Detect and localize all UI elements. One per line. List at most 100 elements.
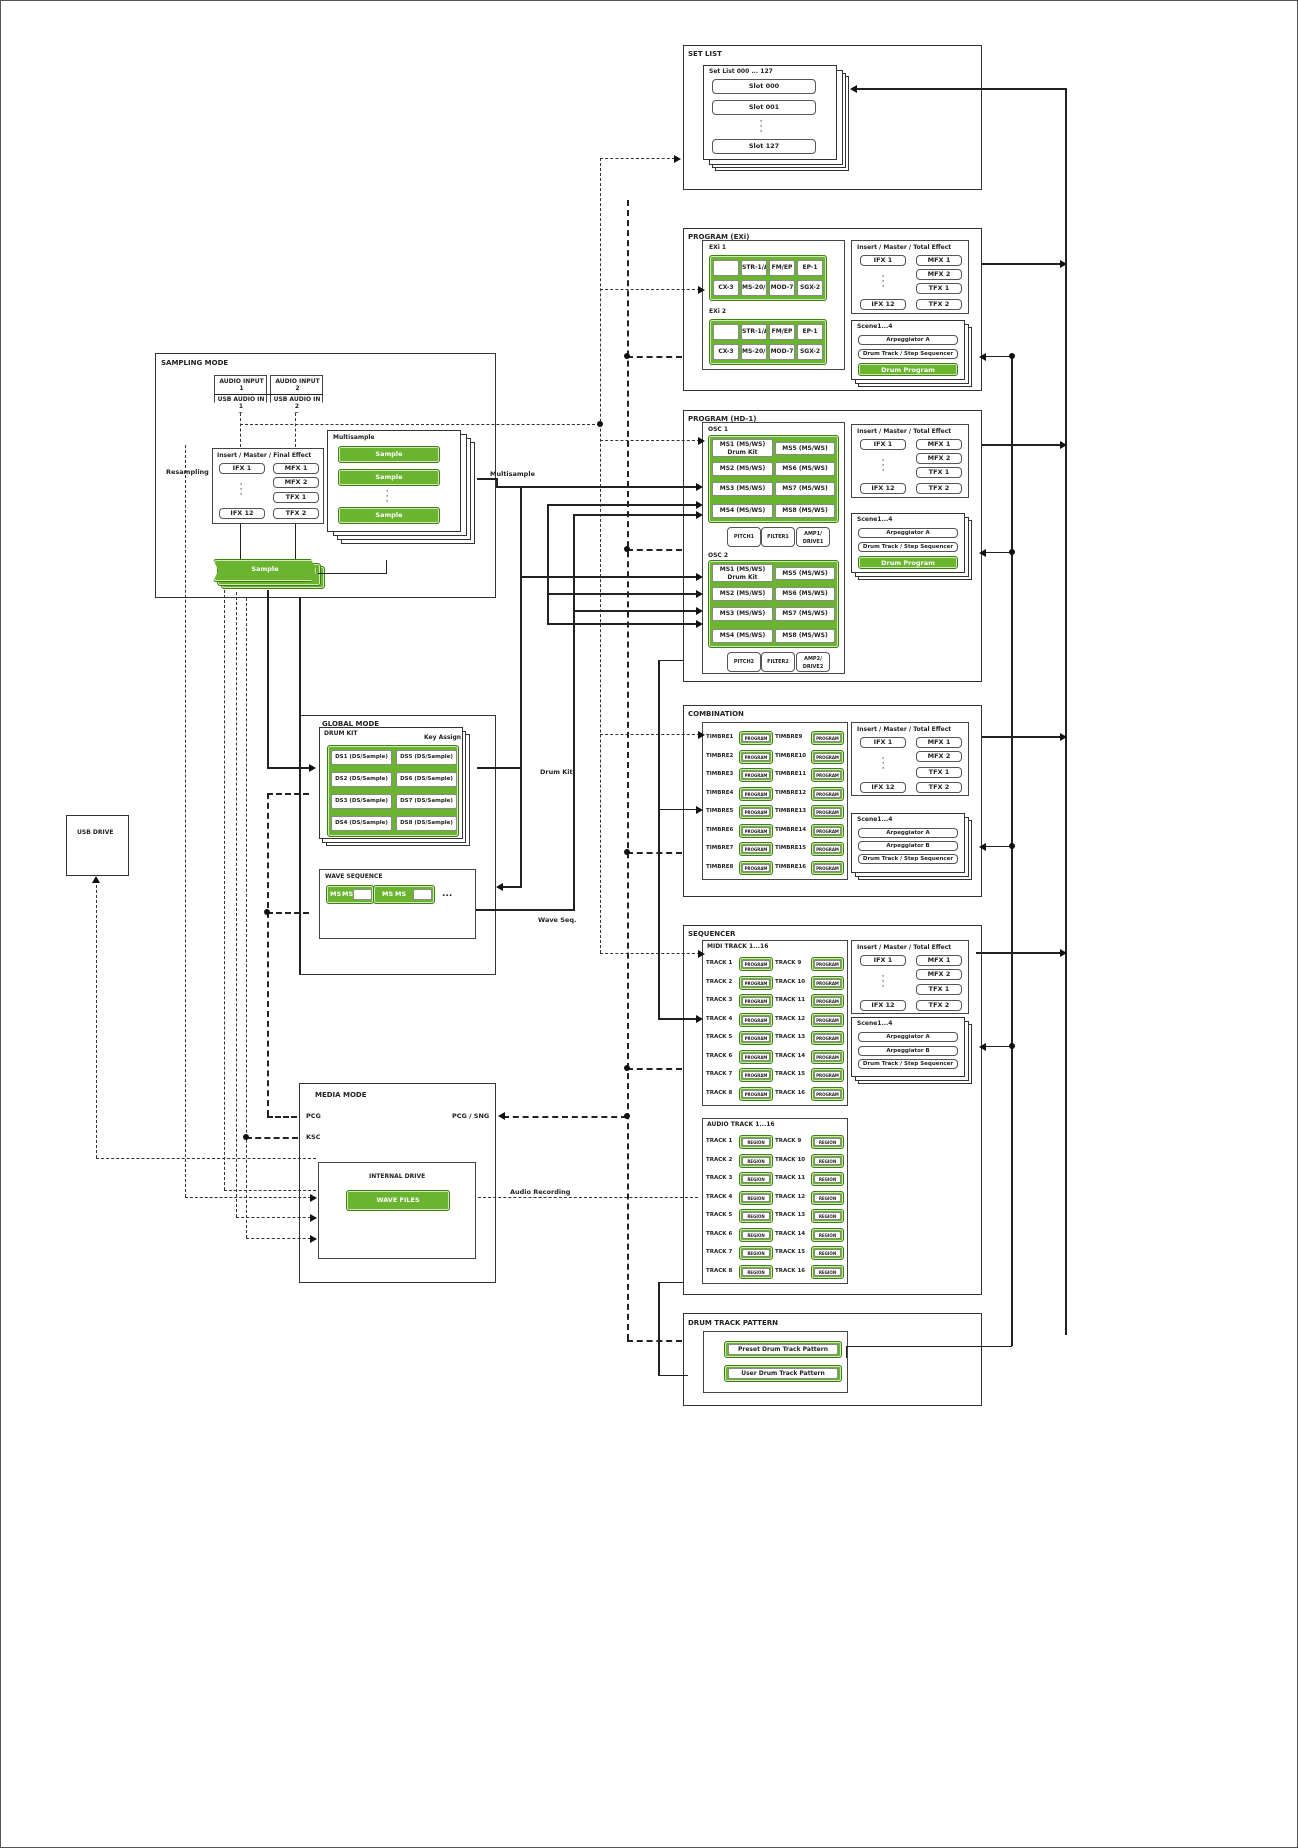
timbre-chip-left[interactable]: PROGRAM <box>739 823 773 838</box>
exi-tfx2[interactable]: TFX 2 <box>916 299 962 310</box>
audio-track-chip-right[interactable]: REGION <box>811 1264 844 1279</box>
amp1-drive1[interactable]: AMP1/ DRIVE1 <box>796 527 830 547</box>
amp2-drive2[interactable]: AMP2/ DRIVE2 <box>796 652 830 672</box>
exi2-model-blank[interactable] <box>713 324 739 340</box>
hd1-arp-a[interactable]: Arpeggiator A <box>858 528 958 538</box>
osc1-ms6[interactable]: MS6 (MS/WS) <box>775 462 835 476</box>
midi-track-chip-left[interactable]: PROGRAM <box>739 1086 773 1101</box>
timbre-chip-right[interactable]: PROGRAM <box>811 823 844 838</box>
exi-ifx1[interactable]: IFX 1 <box>860 255 906 266</box>
user-drum-pattern[interactable]: User Drum Track Pattern <box>724 1365 842 1382</box>
audio-track-chip-right[interactable]: REGION <box>811 1153 844 1168</box>
combi-ifx12[interactable]: IFX 12 <box>860 782 906 793</box>
exi1-model-ms20[interactable]: MS-20/PS <box>741 280 767 296</box>
exi1-model-mod7[interactable]: MOD-7 <box>769 280 795 296</box>
hd1-mfx2[interactable]: MFX 2 <box>916 453 962 464</box>
timbre-chip-left[interactable]: PROGRAM <box>739 842 773 856</box>
timbre-chip-left[interactable]: PROGRAM <box>739 805 773 819</box>
exi2-model-fmep[interactable]: FM/EP <box>769 324 795 340</box>
drum-sample-slot[interactable]: DS4 (DS/Sample) <box>331 816 392 831</box>
midi-track-chip-right[interactable]: PROGRAM <box>811 1086 844 1101</box>
hd1-tfx1[interactable]: TFX 1 <box>916 467 962 478</box>
osc1-ms1[interactable]: MS1 (MS/WS)Drum Kit <box>712 439 773 457</box>
audio-track-chip-left[interactable]: REGION <box>739 1227 773 1242</box>
hd1-tfx2[interactable]: TFX 2 <box>916 483 962 494</box>
exi-mfx2[interactable]: MFX 2 <box>916 269 962 280</box>
pitch2[interactable]: PITCH2 <box>727 652 761 672</box>
slot-001[interactable]: Slot 001 <box>712 100 816 115</box>
pitch1[interactable]: PITCH1 <box>727 527 761 547</box>
drum-sample-slot[interactable]: DS6 (DS/Sample) <box>396 772 457 787</box>
osc1-ms2[interactable]: MS2 (MS/WS) <box>712 462 773 476</box>
audio-track-chip-right[interactable]: REGION <box>811 1209 844 1223</box>
slot-127[interactable]: Slot 127 <box>712 139 816 154</box>
osc2-ms1[interactable]: MS1 (MS/WS)Drum Kit <box>712 564 773 582</box>
exi-tfx1[interactable]: TFX 1 <box>916 283 962 294</box>
audio-track-chip-right[interactable]: REGION <box>811 1227 844 1242</box>
osc2-ms4[interactable]: MS4 (MS/WS) <box>712 629 773 643</box>
ms-sample-1[interactable]: Sample <box>338 446 440 463</box>
audio-track-chip-left[interactable]: REGION <box>739 1153 773 1168</box>
audio-track-chip-right[interactable]: REGION <box>811 1190 844 1205</box>
sampling-mfx2[interactable]: MFX 2 <box>273 477 319 488</box>
midi-track-chip-right[interactable]: PROGRAM <box>811 975 844 990</box>
exi1-model-fmep[interactable]: FM/EP <box>769 260 795 276</box>
seq-ifx1[interactable]: IFX 1 <box>860 955 906 966</box>
midi-track-chip-right[interactable]: PROGRAM <box>811 1068 844 1082</box>
timbre-chip-right[interactable]: PROGRAM <box>811 749 844 764</box>
sampling-mfx1[interactable]: MFX 1 <box>273 463 319 474</box>
timbre-chip-right[interactable]: PROGRAM <box>811 786 844 801</box>
combi-mfx2[interactable]: MFX 2 <box>916 751 962 762</box>
ms-sample-2[interactable]: Sample <box>338 469 440 486</box>
osc2-ms3[interactable]: MS3 (MS/WS) <box>712 607 773 621</box>
hd1-ifx12[interactable]: IFX 12 <box>860 483 906 494</box>
drum-sample-slot[interactable]: DS5 (DS/Sample) <box>396 750 457 765</box>
timbre-chip-right[interactable]: PROGRAM <box>811 731 844 745</box>
exi-ifx12[interactable]: IFX 12 <box>860 299 906 310</box>
exi-mfx1[interactable]: MFX 1 <box>916 255 962 266</box>
hd1-ifx1[interactable]: IFX 1 <box>860 439 906 450</box>
ms-sample-n[interactable]: Sample <box>338 507 440 524</box>
wave-seq-step-2[interactable]: MS MS <box>373 885 435 904</box>
timbre-chip-right[interactable]: PROGRAM <box>811 768 844 782</box>
osc1-ms3[interactable]: MS3 (MS/WS) <box>712 482 773 496</box>
wave-files[interactable]: WAVE FILES <box>346 1190 450 1211</box>
drum-sample-slot[interactable]: DS2 (DS/Sample) <box>331 772 392 787</box>
exi1-model-ep1[interactable]: EP-1 <box>797 260 823 276</box>
osc1-ms5[interactable]: MS5 (MS/WS) <box>775 442 835 455</box>
osc2-ms2[interactable]: MS2 (MS/WS) <box>712 587 773 601</box>
osc1-ms8[interactable]: MS8 (MS/WS) <box>775 504 835 518</box>
combi-mfx1[interactable]: MFX 1 <box>916 737 962 748</box>
midi-track-chip-right[interactable]: PROGRAM <box>811 1012 844 1027</box>
exi2-model-str1[interactable]: STR-1/AL1 <box>741 324 767 340</box>
sampling-tfx2[interactable]: TFX 2 <box>273 508 319 519</box>
drum-sample-slot[interactable]: DS8 (DS/Sample) <box>396 816 457 831</box>
audio-track-chip-left[interactable]: REGION <box>739 1209 773 1223</box>
midi-track-chip-right[interactable]: PROGRAM <box>811 1031 844 1045</box>
midi-track-chip-left[interactable]: PROGRAM <box>739 994 773 1008</box>
exi2-model-ep1[interactable]: EP-1 <box>797 324 823 340</box>
midi-track-chip-left[interactable]: PROGRAM <box>739 957 773 971</box>
seq-tfx2[interactable]: TFX 2 <box>916 1000 962 1011</box>
exi1-model-cx3[interactable]: CX-3 <box>713 280 739 296</box>
seq-arp-a[interactable]: Arpeggiator A <box>858 1032 958 1042</box>
midi-track-chip-right[interactable]: PROGRAM <box>811 957 844 971</box>
osc1-ms4[interactable]: MS4 (MS/WS) <box>712 504 773 518</box>
exi1-model-sgx2[interactable]: SGX-2 <box>797 280 823 296</box>
combi-arp-b[interactable]: Arpeggiator B <box>858 841 958 851</box>
timbre-chip-left[interactable]: PROGRAM <box>739 786 773 801</box>
seq-ifx12[interactable]: IFX 12 <box>860 1000 906 1011</box>
audio-track-chip-right[interactable]: REGION <box>811 1172 844 1186</box>
audio-track-chip-left[interactable]: REGION <box>739 1264 773 1279</box>
sampling-ifx1[interactable]: IFX 1 <box>219 463 265 474</box>
midi-track-chip-right[interactable]: PROGRAM <box>811 994 844 1008</box>
timbre-chip-right[interactable]: PROGRAM <box>811 805 844 819</box>
audio-track-chip-right[interactable]: REGION <box>811 1246 844 1260</box>
sample-block[interactable]: Sample <box>213 559 317 582</box>
exi2-model-cx3[interactable]: CX-3 <box>713 344 739 360</box>
timbre-chip-left[interactable]: PROGRAM <box>739 749 773 764</box>
exi-arp-a[interactable]: Arpeggiator A <box>858 335 958 345</box>
timbre-chip-right[interactable]: PROGRAM <box>811 842 844 856</box>
audio-track-chip-right[interactable]: REGION <box>811 1135 844 1149</box>
exi-drum-track[interactable]: Drum Track / Step Sequencer <box>858 349 958 359</box>
